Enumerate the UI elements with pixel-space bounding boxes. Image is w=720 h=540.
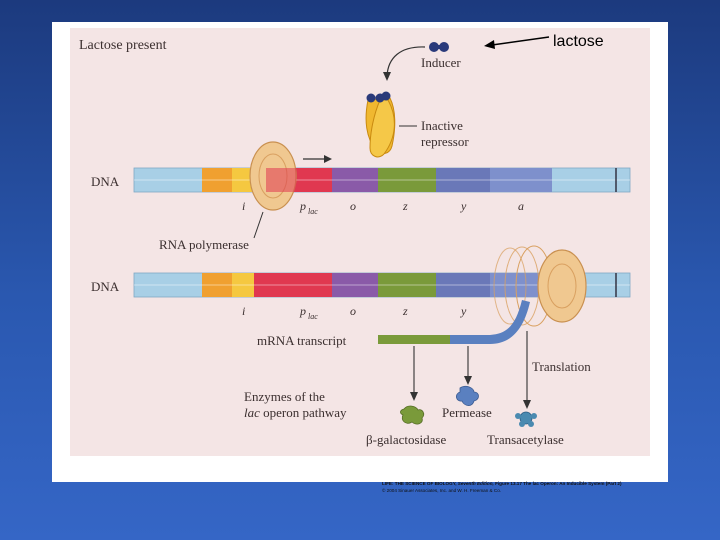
gene-y-bottom: y [460, 304, 467, 318]
caption-book-title: LIFE: THE SCIENCE OF BIOLOGY, [382, 481, 457, 486]
mrna-transcript [378, 300, 530, 344]
transcription-direction-arrowhead [324, 155, 332, 163]
enzymes-label-line1: Enzymes of the [244, 389, 325, 404]
gene-p-bottom: p [299, 304, 306, 318]
inducer-binding-arrowhead [383, 72, 391, 81]
lac-operon-figure: Lactose present Inducer Inactive repr [70, 28, 650, 456]
caption-figure-title: Figure 13.17 The lac Operon: An Inducibl… [493, 481, 622, 486]
gene-p-top: p [299, 199, 306, 213]
gene-a-top: a [518, 199, 524, 213]
dna-strand-top [133, 167, 631, 193]
gene-o-bottom: o [350, 304, 356, 318]
enzymes-label-operon: operon pathway [260, 405, 347, 420]
inducer-binding-arrow [386, 46, 426, 77]
gene-p-sub-top: lac [308, 207, 318, 216]
beta-galactosidase-label: β-galactosidase [366, 432, 446, 447]
repressor-label-line1: Inactive [421, 118, 463, 133]
rna-polymerase-top [249, 141, 297, 211]
permease-label: Permease [442, 405, 492, 420]
figure-caption: LIFE: THE SCIENCE OF BIOLOGY, Seventh Ed… [382, 480, 717, 494]
enzymes-label-lac: lac [244, 405, 260, 420]
caption-line1: LIFE: THE SCIENCE OF BIOLOGY, Seventh Ed… [382, 480, 717, 487]
gene-z-top: z [402, 199, 408, 213]
repressor-label-line2: repressor [421, 134, 469, 149]
transacetylase-label: Transacetylase [487, 432, 564, 447]
caption-edition: Seventh Edition, [456, 481, 494, 486]
translation-label: Translation [532, 359, 591, 374]
gene-y-top: y [460, 199, 467, 213]
dna-label-bottom: DNA [91, 279, 120, 294]
arrowhead-transacetylase [523, 400, 531, 409]
mrna-transcript-label: mRNA transcript [257, 333, 347, 348]
arrowhead-galactosidase [410, 392, 418, 401]
figure-heading: Lactose present [79, 38, 167, 53]
lactose-annotation-label: lactose [553, 33, 604, 50]
lac-operon-diagram: Lactose present Inducer Inactive repr [79, 38, 631, 447]
rna-polymerase-label-line [253, 211, 264, 239]
beta-galactosidase-enzyme [400, 405, 425, 425]
gene-o-top: o [350, 199, 356, 213]
permease-enzyme [456, 385, 479, 406]
dna-label-top: DNA [91, 174, 120, 189]
rna-polymerase-label: RNA polymerase [159, 237, 249, 252]
enzymes-label-line2: lac operon pathway [244, 405, 347, 420]
inducer-label: Inducer [421, 55, 461, 70]
gene-z-bottom: z [402, 304, 408, 318]
caption-line2: © 2004 Sinauer Associates, Inc. and W. H… [382, 488, 502, 493]
rna-polymerase-transcribing [493, 245, 587, 327]
gene-i-bottom: i [242, 304, 245, 318]
inducer-molecule [429, 42, 449, 52]
transacetylase-enzyme [515, 411, 537, 427]
slide: Lactose present Inducer Inactive repr [52, 22, 668, 493]
inactive-repressor [365, 91, 396, 158]
gene-p-sub-bottom: lac [308, 312, 318, 321]
gene-i-top: i [242, 199, 245, 213]
arrowhead-permease [464, 376, 472, 385]
